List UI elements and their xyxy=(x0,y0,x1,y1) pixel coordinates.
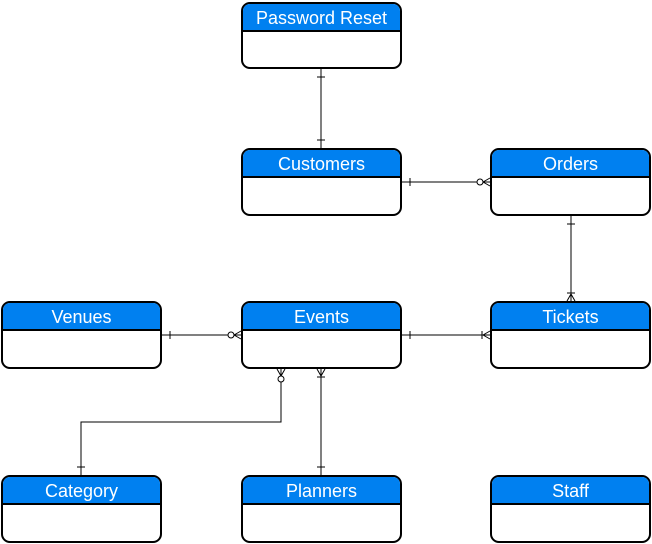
relationship-line xyxy=(402,330,491,340)
zero-circle xyxy=(476,178,484,186)
entity-customers[interactable]: Customers xyxy=(241,148,402,216)
entity-title: Events xyxy=(243,303,400,331)
entity-tickets[interactable]: Tickets xyxy=(490,301,651,369)
crows-foot xyxy=(280,368,286,377)
entity-events[interactable]: Events xyxy=(241,301,402,369)
relationship-line xyxy=(77,368,286,475)
crows-foot xyxy=(482,177,491,183)
crows-foot xyxy=(320,368,326,377)
entity-staff[interactable]: Staff xyxy=(490,475,651,543)
crows-foot xyxy=(233,330,242,336)
relationship-line xyxy=(316,368,326,475)
entity-title: Password Reset xyxy=(243,4,400,32)
relationship-line xyxy=(566,216,576,302)
entity-title: Orders xyxy=(492,150,649,178)
crows-foot xyxy=(276,368,282,377)
crows-foot xyxy=(482,181,491,187)
crows-foot xyxy=(316,368,322,377)
entity-venues[interactable]: Venues xyxy=(1,301,162,369)
entity-title: Tickets xyxy=(492,303,649,331)
relationship-line xyxy=(317,69,325,148)
crows-foot xyxy=(570,293,576,302)
entity-title: Planners xyxy=(243,477,400,505)
entity-title: Customers xyxy=(243,150,400,178)
entity-password-reset[interactable]: Password Reset xyxy=(241,2,402,69)
crows-foot xyxy=(482,334,491,340)
entity-planners[interactable]: Planners xyxy=(241,475,402,543)
entity-title: Staff xyxy=(492,477,649,505)
crows-foot xyxy=(566,293,572,302)
relationship-line xyxy=(162,330,242,340)
zero-circle xyxy=(277,375,285,383)
entity-title: Category xyxy=(3,477,160,505)
crows-foot xyxy=(233,334,242,340)
zero-circle xyxy=(227,331,235,339)
entity-category[interactable]: Category xyxy=(1,475,162,543)
relationship-line xyxy=(402,177,491,187)
entity-orders[interactable]: Orders xyxy=(490,148,651,216)
crows-foot xyxy=(482,330,491,336)
entity-title: Venues xyxy=(3,303,160,331)
